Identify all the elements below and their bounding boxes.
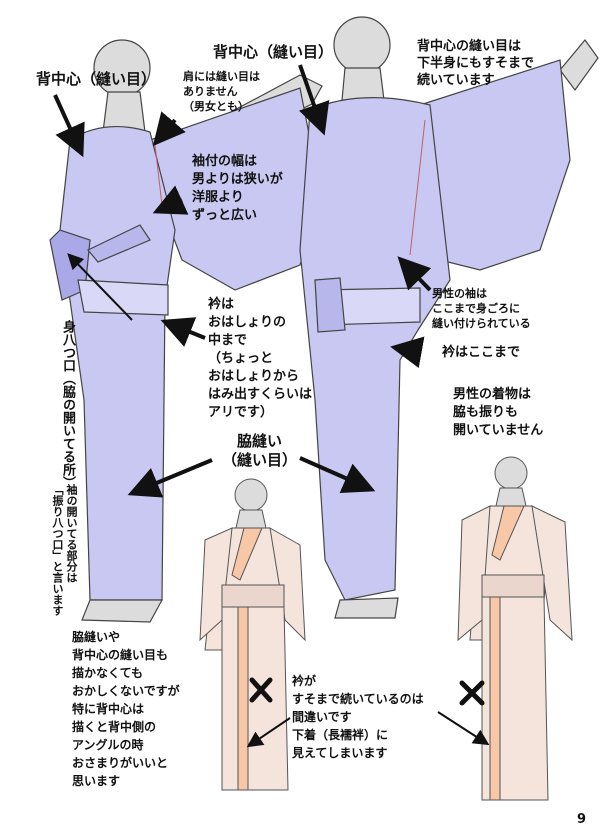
label-seam-note: 脇縫いや 背中心の縫い目も 描かなくても おかしくないですが 特に背中心は 描く… [72, 630, 180, 788]
x-mark-icon [249, 677, 273, 703]
label-miyatsuguchi: 身八つ口（脇の開いてる所） [60, 320, 75, 489]
right-body [299, 97, 451, 601]
label-collar-here: 衿はここまで [442, 345, 521, 360]
page-number: 9 [577, 812, 587, 827]
x-mark-icon [459, 680, 485, 706]
label-mens-kimono: 男性の着物は 脇も振りも 開いていません [453, 387, 544, 438]
right-arm [559, 39, 599, 92]
small-figure-wrong [457, 456, 573, 801]
label-collar-wrong: 衿が すそまで続いているのは 間違いです 下着（長襦袢）に 見えてしまいます [292, 672, 424, 762]
label-mens-sleeve: 男性の袖は ここまで身ごろに 縫い付けられている [432, 287, 531, 330]
label-sleeve-width: 袖付の幅は 男よりは狭いが 洋服より ずっと広い [192, 154, 283, 223]
label-shoulder-seam: 肩には縫い目は ありません （男女とも） [183, 70, 260, 113]
correct-collar [231, 527, 263, 581]
label-furiyatsuguchi: 「振り八つ口」と言います 袖の開いてる部分は [51, 484, 78, 616]
label-side-seam: 脇縫い （縫い目） [222, 432, 298, 469]
label-collar-ohashori: 衿は おはしょりの 中まで （ちょっと おはしょりから はみ出すくらいは アリで… [208, 297, 313, 420]
label-back-center-left: 背中心（縫い目） [36, 70, 157, 88]
arrows [53, 64, 490, 748]
label-back-seam-continues: 背中心の縫い目は 下半身にもすそまで 続いています [417, 39, 535, 88]
right-mannequin-head [333, 16, 391, 74]
label-back-center-top: 背中心（縫い目） [213, 43, 334, 61]
wrong-collar-to-hem [489, 596, 501, 801]
